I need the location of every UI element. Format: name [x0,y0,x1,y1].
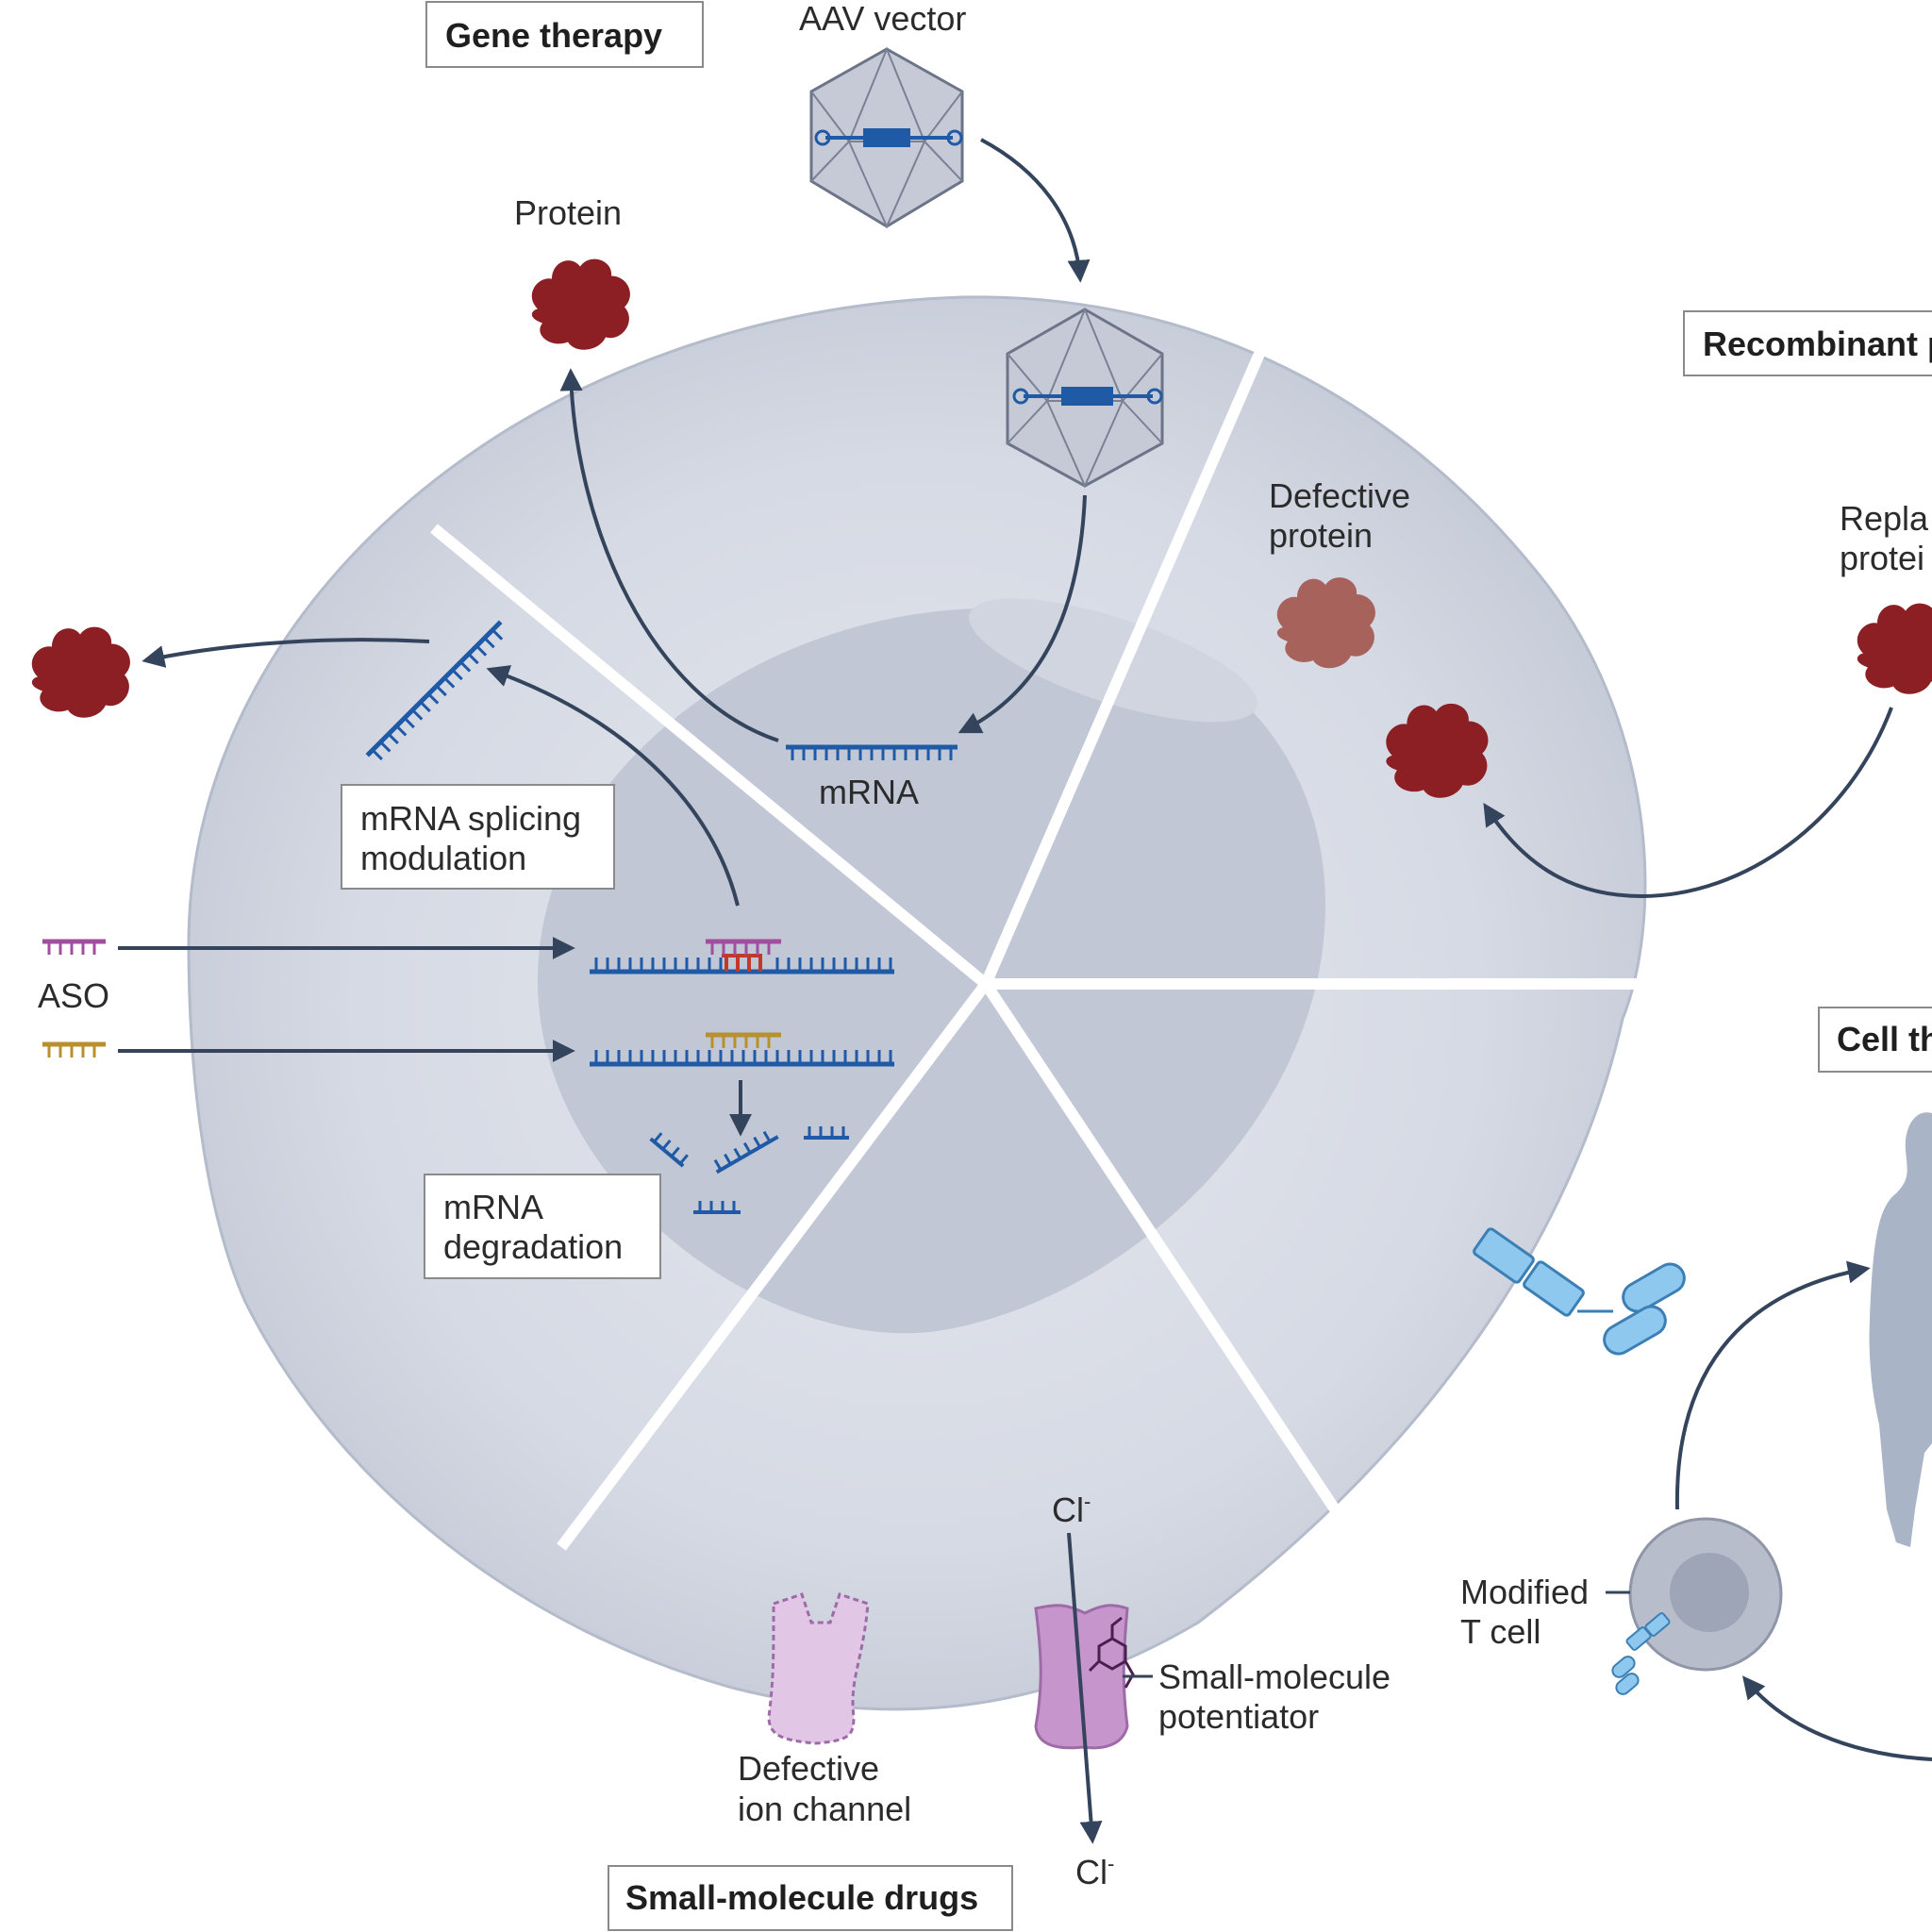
tcell-label-2: T cell [1460,1612,1541,1651]
gene-therapy-box [425,1,704,68]
small-molecule-box [608,1865,1013,1931]
defective-protein-label-2: protein [1269,516,1373,555]
section-dividers [430,351,1641,1551]
human-figure [1869,1112,1932,1547]
replacement-protein-label-2: protei [1840,539,1924,577]
cell-therapy-title: Cell th [1837,1020,1932,1058]
splicing-box [341,784,615,890]
recombinant-box [1683,310,1932,376]
spliced-mrna-strand [365,620,504,761]
aso-gold-icon [42,1041,106,1058]
aso-label: ASO [38,976,109,1015]
potentiator-label-2: potentiator [1158,1697,1319,1736]
protein-aso [31,626,130,718]
aav-vector-icon [809,46,964,229]
small-molecule-title: Small-molecule drugs [625,1878,978,1917]
mrna-label: mRNA [819,773,919,811]
degradation-label-2: degradation [443,1227,623,1266]
modified-t-cell-icon [1611,1517,1783,1695]
arrow-mrna-to-protein [559,368,779,742]
mrna-fragments [649,1126,849,1214]
pre-mrna-splicing [590,939,894,974]
replacement-protein-outside [1857,603,1932,694]
defective-ion-channel [767,1592,870,1745]
degradation-box [424,1174,661,1279]
arrow-replacement-enter [1483,707,1893,899]
gene-therapy-title: Gene therapy [445,16,662,55]
protein-label: Protein [514,193,622,232]
arrow-aav-enter [980,138,1091,283]
chloride-flow-arrow [1067,1532,1103,1844]
pre-mrna-degradation [590,1032,894,1067]
ion-channel-label-1: Defective [738,1749,879,1788]
defective-protein-label-1: Defective [1269,476,1410,515]
mrna-strand-top [786,744,958,760]
arrow-spliced-to-protein [142,638,430,668]
ion-channel-label-2: ion channel [738,1790,911,1828]
splicing-label-2: modulation [360,839,526,877]
arrow-splicing [486,665,740,907]
arrow-tcell-to-patient [1674,1260,1871,1510]
protein-gene-therapy [531,258,630,350]
potentiator-label-1: Small-molecule [1158,1657,1391,1696]
arrow-patient-to-tcell [1741,1675,1932,1761]
aso-purple-icon [42,939,106,955]
nucleus [538,608,1325,1334]
potentiator-molecule-icon [1088,1616,1135,1689]
cell-therapy-box [1818,1007,1932,1073]
aav-vector-inside-icon [1006,307,1164,489]
tcell-label-1: Modified [1460,1573,1589,1611]
car-construct-icon [1473,1227,1686,1356]
replacement-protein-label-1: Repla [1840,499,1929,538]
splicing-label-1: mRNA splicing [360,799,581,838]
arrow-aav-to-mrna [958,494,1087,734]
chloride-bottom-label: Cl- [1075,1852,1114,1891]
aav-vector-label: AAV vector [799,0,966,38]
chloride-top-label: Cl- [1052,1490,1091,1529]
nucleus-highlight [969,598,1257,723]
degradation-label-1: mRNA [443,1188,543,1226]
recombinant-title: Recombinant p [1703,325,1932,363]
